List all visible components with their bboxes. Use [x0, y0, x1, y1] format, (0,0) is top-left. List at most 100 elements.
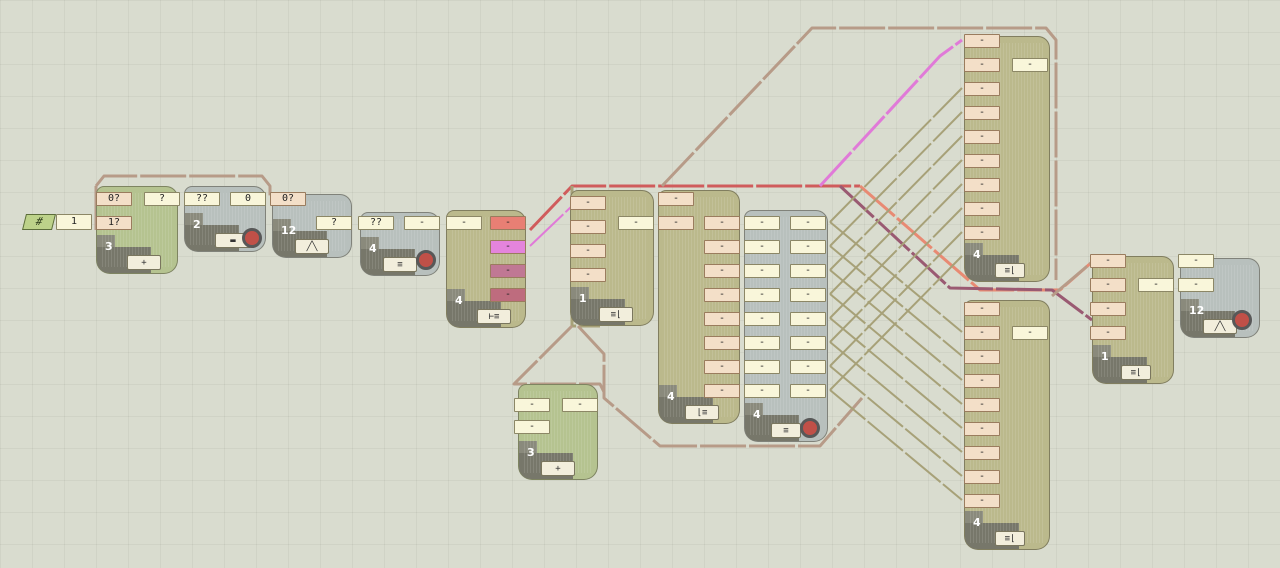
input-port[interactable]: -: [790, 360, 826, 374]
input-port[interactable]: -: [744, 240, 780, 254]
output-port[interactable]: -: [964, 34, 1000, 48]
input-port[interactable]: -: [744, 216, 780, 230]
wire-out-b: [1051, 260, 1093, 298]
wire-fan-down: [829, 317, 963, 429]
output-port[interactable]: -: [704, 360, 740, 374]
input-port[interactable]: -: [744, 336, 780, 350]
output-port[interactable]: -: [658, 216, 694, 230]
output-port[interactable]: -: [964, 470, 1000, 484]
input-port[interactable]: -: [1012, 58, 1048, 72]
node-demux[interactable]: 1≡⌊: [570, 190, 654, 326]
input-port[interactable]: -: [744, 384, 780, 398]
input-port[interactable]: -: [790, 264, 826, 278]
output-port[interactable]: -: [964, 226, 1000, 240]
input-port[interactable]: ??: [184, 192, 220, 206]
output-port[interactable]: -: [964, 374, 1000, 388]
node-add[interactable]: 3+: [96, 186, 178, 274]
output-port[interactable]: 1?: [96, 216, 132, 230]
input-port[interactable]: -: [618, 216, 654, 230]
input-port[interactable]: -: [446, 216, 482, 230]
input-port[interactable]: -: [1012, 326, 1048, 340]
output-port[interactable]: -: [964, 422, 1000, 436]
node-demux[interactable]: 1≡⌊: [1092, 256, 1174, 384]
input-port[interactable]: ?: [144, 192, 180, 206]
output-port[interactable]: -: [570, 220, 606, 234]
output-port[interactable]: -: [1090, 302, 1126, 316]
constant-input[interactable]: 1: [56, 214, 92, 230]
output-port[interactable]: -: [704, 336, 740, 350]
output-port[interactable]: -: [1090, 278, 1126, 292]
input-port[interactable]: -: [562, 398, 598, 412]
output-port[interactable]: -: [704, 312, 740, 326]
input-port[interactable]: ?: [316, 216, 352, 230]
demux-icon: ≡⌊: [995, 531, 1025, 546]
wire-fan-up: [829, 207, 963, 343]
output-port[interactable]: -: [964, 130, 1000, 144]
dial-icon: [1232, 310, 1252, 330]
input-port[interactable]: -: [790, 288, 826, 302]
output-port[interactable]: -: [964, 154, 1000, 168]
input-port[interactable]: -: [744, 264, 780, 278]
splitter-pin[interactable]: -: [490, 264, 526, 278]
node-number: 4: [455, 294, 463, 307]
wire-fan-down: [829, 293, 963, 405]
output-port[interactable]: -: [964, 178, 1000, 192]
node-generator[interactable]: 12╱╲: [272, 194, 352, 258]
output-port[interactable]: -: [964, 58, 1000, 72]
output-port[interactable]: -: [570, 268, 606, 282]
input-port[interactable]: -: [1178, 254, 1214, 268]
wire-fan-up: [829, 183, 963, 319]
input-port[interactable]: -: [790, 312, 826, 326]
output-port[interactable]: 0?: [270, 192, 306, 206]
input-port[interactable]: -: [1138, 278, 1174, 292]
list-icon: ≡: [383, 257, 417, 272]
wire-fan-up: [829, 135, 963, 271]
output-port[interactable]: -: [570, 196, 606, 210]
output-port[interactable]: -: [964, 326, 1000, 340]
input-port[interactable]: -: [744, 312, 780, 326]
input-chip[interactable]: #: [22, 214, 56, 230]
plus-icon: +: [541, 461, 575, 476]
input-port[interactable]: -: [514, 398, 550, 412]
wire-feedback: [94, 174, 272, 196]
output-port[interactable]: -: [704, 288, 740, 302]
output-port[interactable]: -: [1090, 254, 1126, 268]
input-port[interactable]: -: [790, 384, 826, 398]
output-port[interactable]: -: [704, 240, 740, 254]
node-probe[interactable]: 12╱╲: [1180, 258, 1260, 338]
node-number: 4: [973, 516, 981, 529]
output-port[interactable]: 0?: [96, 192, 132, 206]
output-port[interactable]: -: [964, 302, 1000, 316]
output-port[interactable]: -: [964, 350, 1000, 364]
input-port[interactable]: -: [790, 216, 826, 230]
output-port[interactable]: -: [704, 264, 740, 278]
input-port[interactable]: -: [404, 216, 440, 230]
output-port[interactable]: -: [964, 398, 1000, 412]
wire-bottom: [576, 324, 864, 448]
wire-fan-down: [829, 269, 963, 381]
node-number: 3: [105, 240, 113, 253]
output-port[interactable]: -: [964, 446, 1000, 460]
input-port[interactable]: -: [790, 336, 826, 350]
splitter-pin[interactable]: -: [490, 216, 526, 230]
input-port[interactable]: -: [744, 288, 780, 302]
output-port[interactable]: -: [964, 202, 1000, 216]
splitter-pin[interactable]: -: [490, 288, 526, 302]
output-port[interactable]: -: [964, 106, 1000, 120]
output-port[interactable]: -: [1090, 326, 1126, 340]
node-number: 4: [667, 390, 675, 403]
output-port[interactable]: -: [964, 82, 1000, 96]
output-port[interactable]: -: [570, 244, 606, 258]
output-port[interactable]: -: [704, 384, 740, 398]
input-port[interactable]: -: [744, 360, 780, 374]
input-port[interactable]: -: [514, 420, 550, 434]
output-port[interactable]: -: [964, 494, 1000, 508]
input-port[interactable]: -: [790, 240, 826, 254]
input-port[interactable]: ??: [358, 216, 394, 230]
input-port[interactable]: -: [1178, 278, 1214, 292]
wire-fan-up: [829, 255, 963, 391]
input-port[interactable]: 0: [230, 192, 266, 206]
splitter-pin[interactable]: -: [490, 240, 526, 254]
output-port[interactable]: -: [704, 216, 740, 230]
output-port[interactable]: -: [658, 192, 694, 206]
